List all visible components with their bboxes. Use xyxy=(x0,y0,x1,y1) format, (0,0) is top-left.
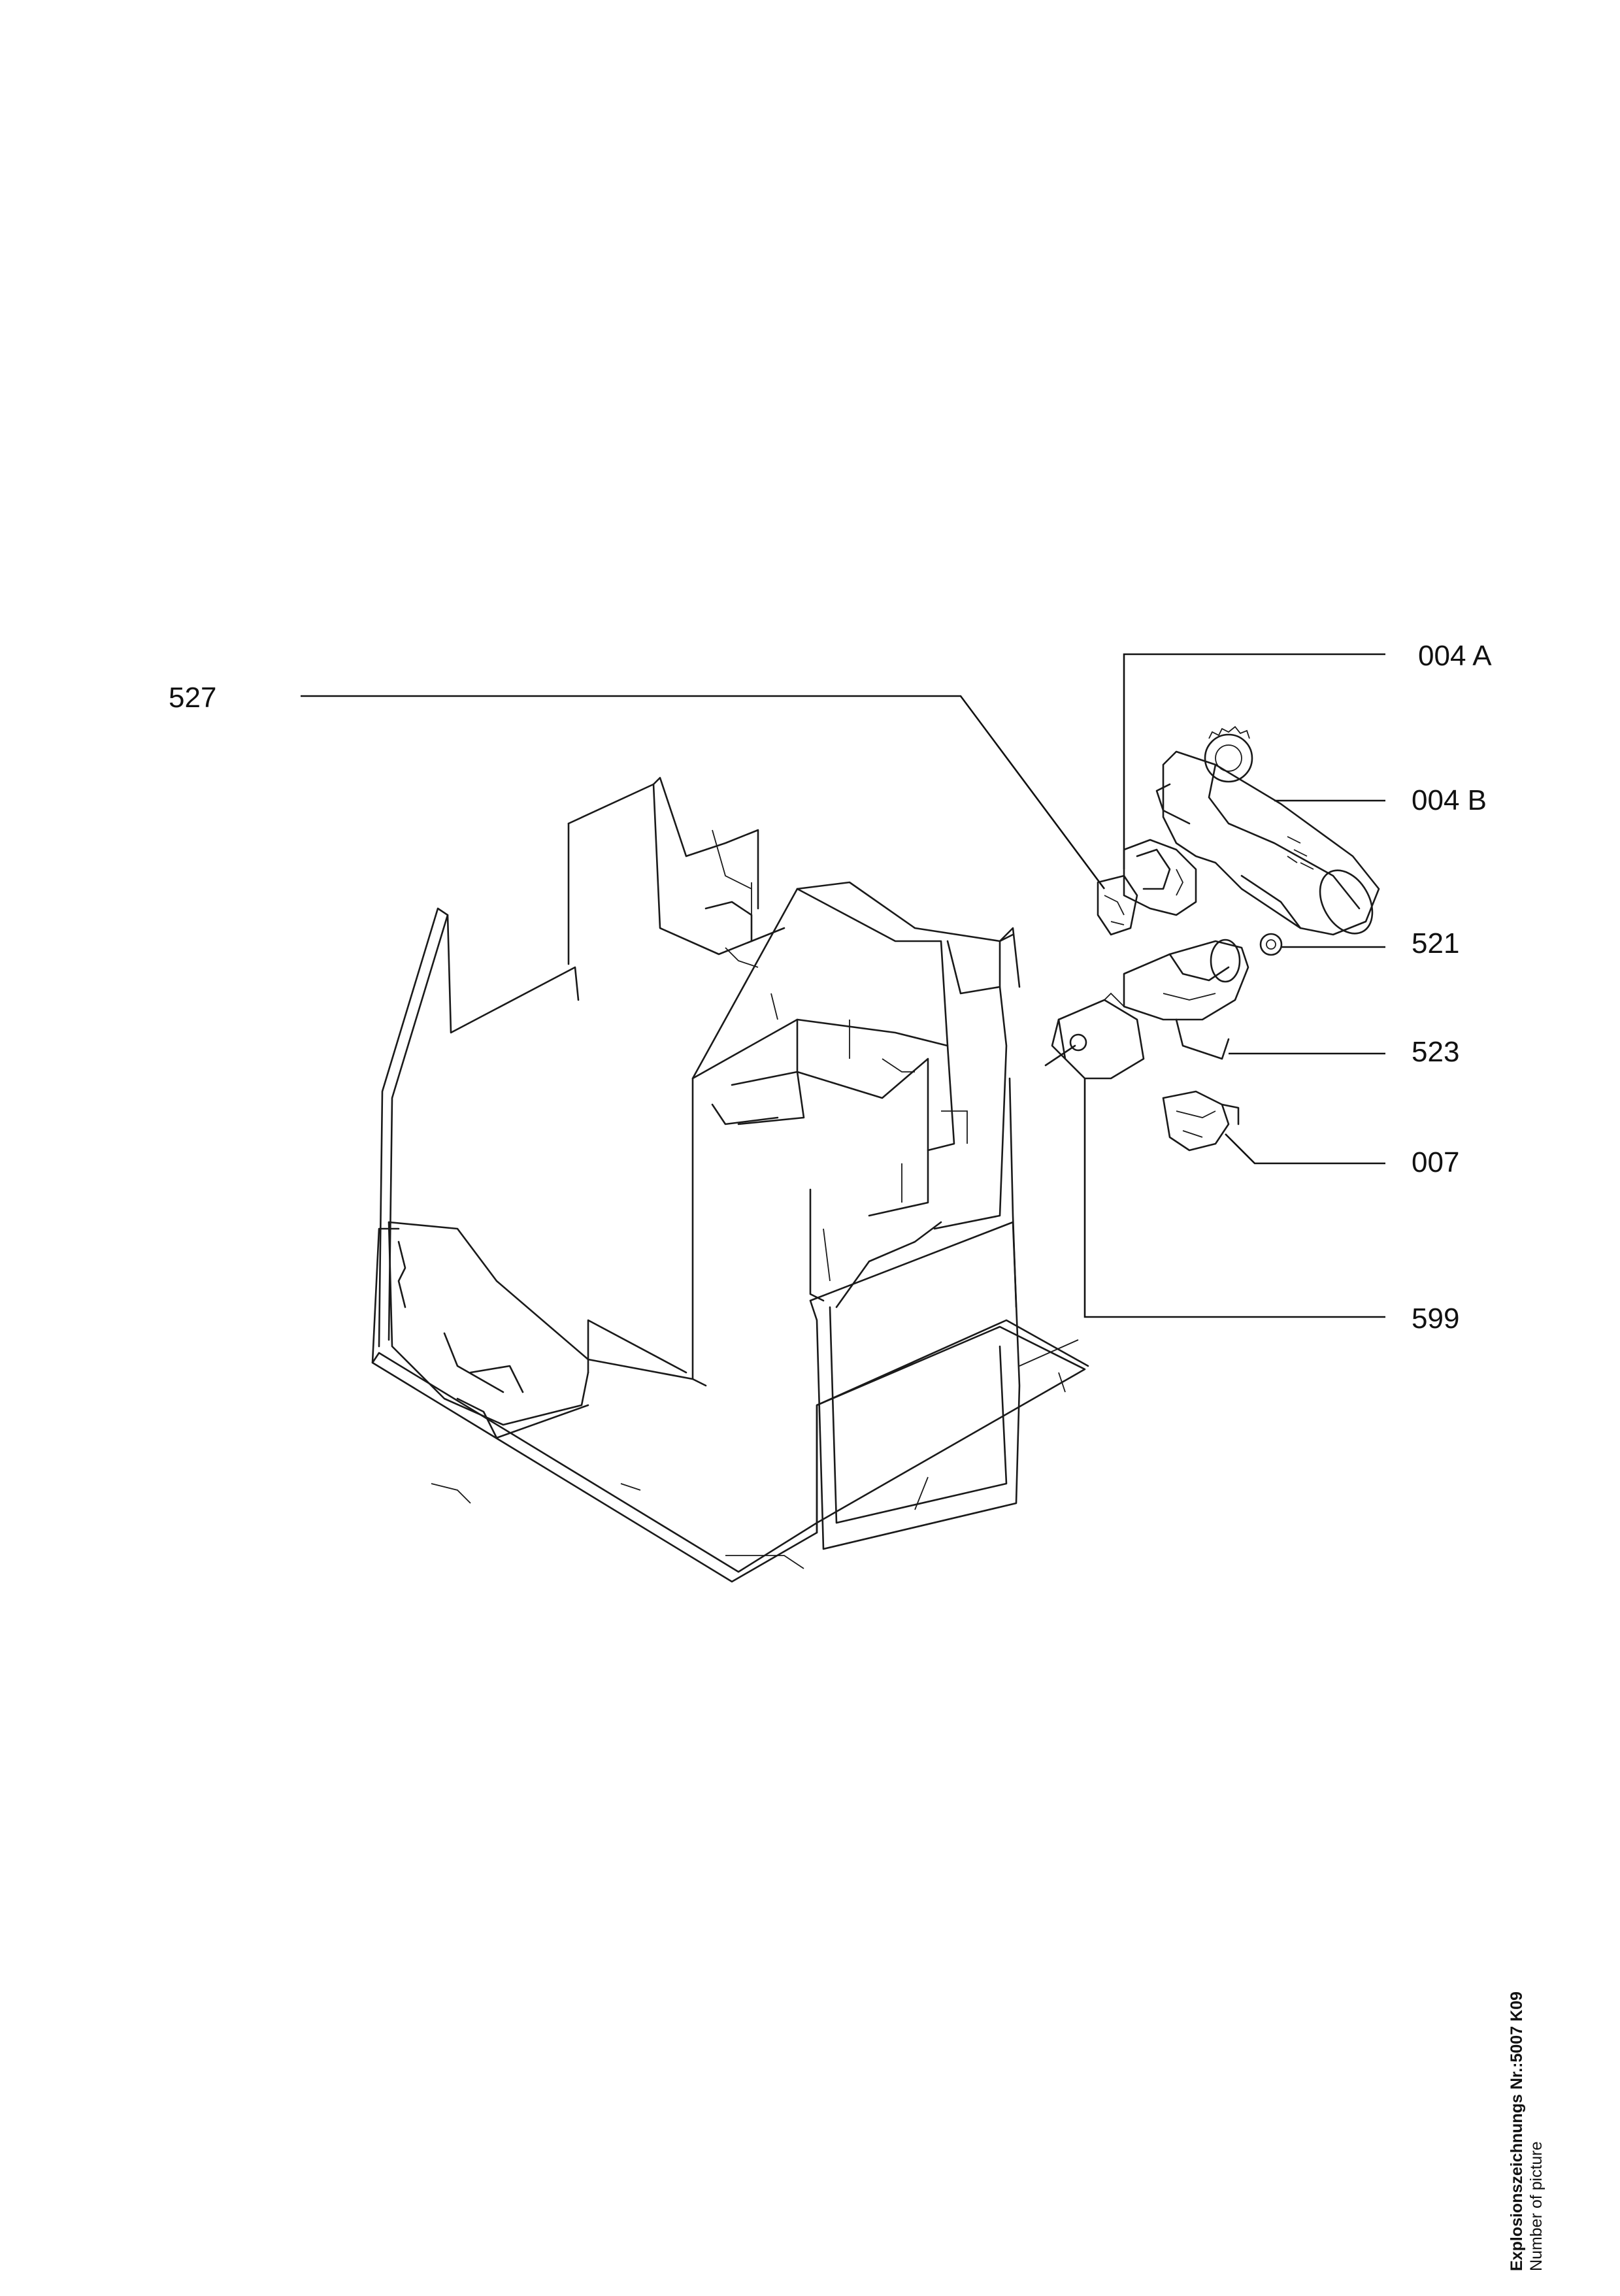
callout-004b: 004 B xyxy=(1412,784,1487,816)
leader-599 xyxy=(1083,1078,1385,1318)
plug-521 xyxy=(1259,933,1283,956)
picture-number-label: Number of picture xyxy=(1527,2141,1546,2271)
leader-004a xyxy=(1123,653,1385,869)
drawing-number-caption: Explosionszeichnungs Nr.:5007 K09 Number… xyxy=(1507,1991,1546,2271)
switch-assembly-523 xyxy=(1123,939,1249,1060)
leader-527 xyxy=(301,695,1106,890)
callout-004a: 004 A xyxy=(1418,640,1492,672)
callout-527: 527 xyxy=(169,682,217,714)
callout-007: 007 xyxy=(1412,1146,1460,1178)
motor-assembly-004 xyxy=(1123,725,1380,936)
callout-599: 599 xyxy=(1412,1303,1460,1335)
microswitch-599 xyxy=(1044,992,1145,1080)
drawing-number: Explosionszeichnungs Nr.:5007 K09 xyxy=(1508,1991,1526,2271)
leader-lines xyxy=(301,653,1385,1318)
callout-523: 523 xyxy=(1412,1036,1460,1068)
callout-521: 521 xyxy=(1412,927,1460,959)
switch-007 xyxy=(1162,1090,1240,1152)
connector-527 xyxy=(1097,874,1138,936)
leader-007 xyxy=(1225,1133,1385,1165)
housing-frame-527 xyxy=(371,776,1089,1583)
